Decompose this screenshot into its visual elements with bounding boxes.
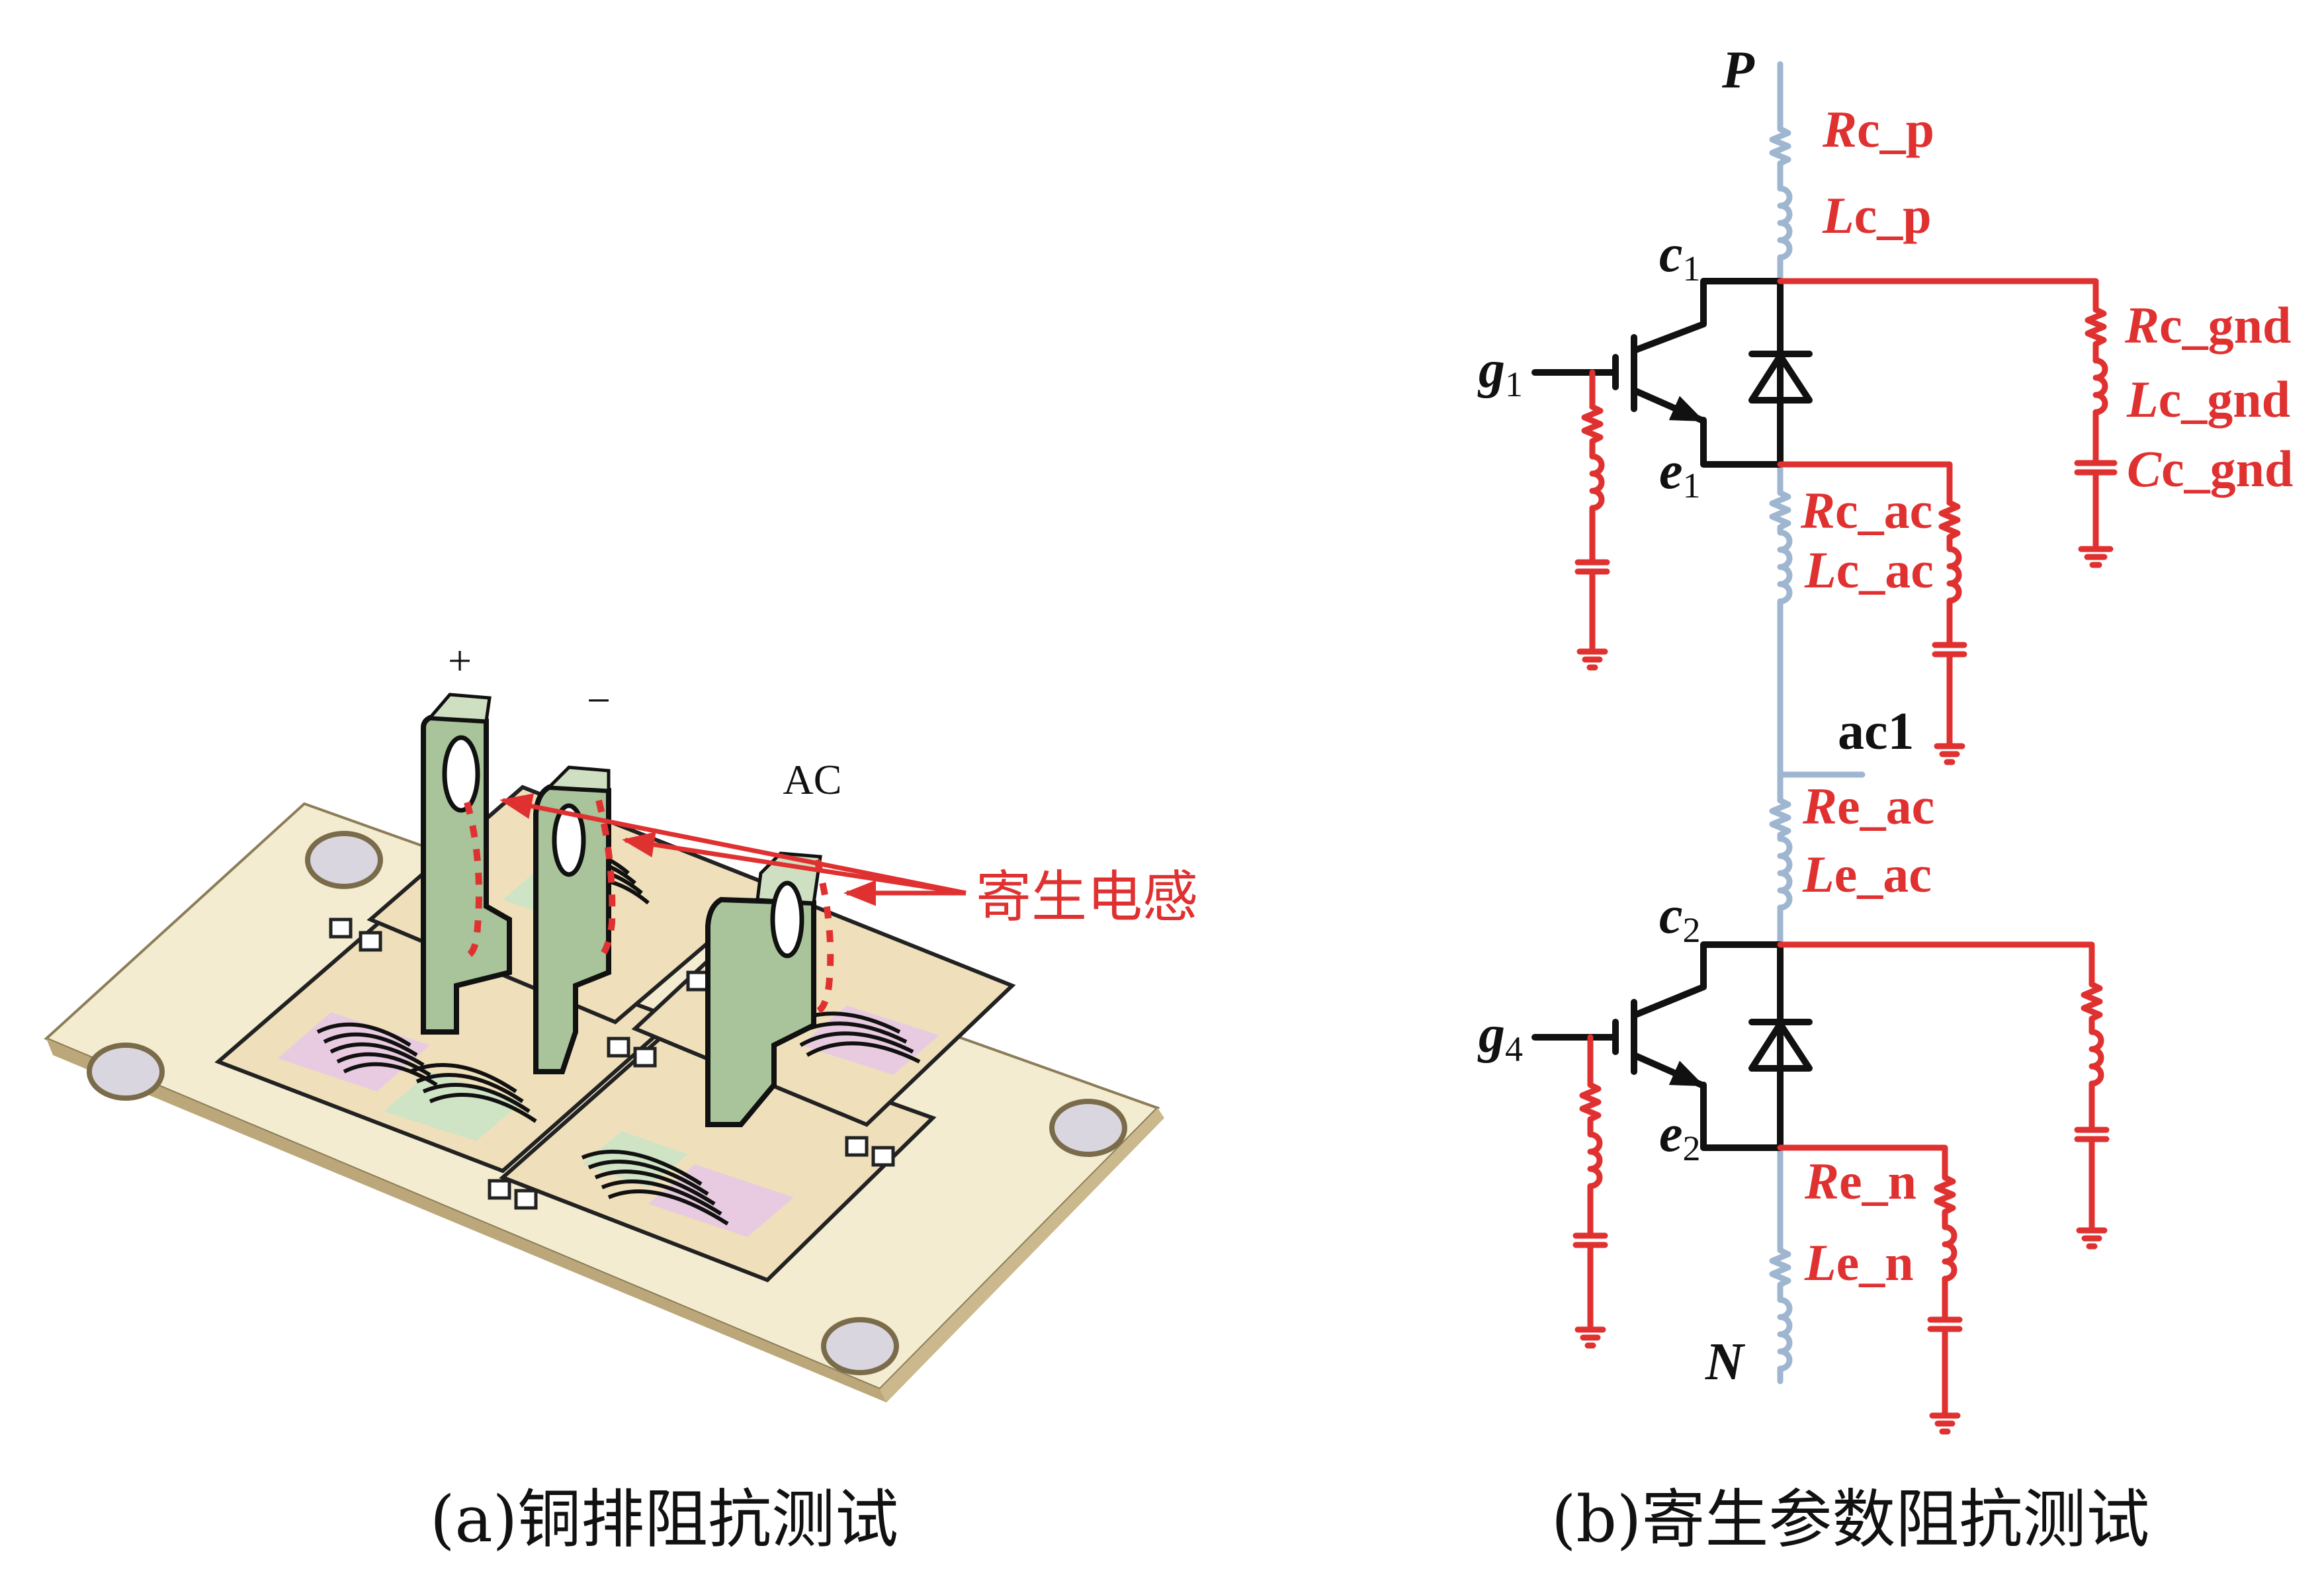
resistor-rc-p (1769, 126, 1791, 177)
label-re-ac: Re_ac (1802, 777, 1934, 835)
die (384, 1072, 523, 1141)
label-plus: + (448, 637, 472, 684)
node-label-c1: c1 (1659, 225, 1701, 288)
inductor-le-n (1777, 1297, 1793, 1372)
mounting-hole (821, 1317, 899, 1375)
diode-lower (1748, 1021, 1813, 1072)
node-label-g4: g4 (1477, 1005, 1523, 1069)
inductor-lc-ac (1777, 529, 1793, 605)
label-ac: AC (783, 756, 842, 803)
label-rc-gnd: Rc_gnd (2124, 296, 2291, 354)
label-re-n: Re_n (1804, 1152, 1916, 1210)
diode-upper (1748, 353, 1813, 404)
igbt-upper (1531, 278, 1813, 468)
mounting-hole (305, 831, 383, 889)
node-label-g1: g1 (1477, 341, 1523, 404)
label-lc-ac: Lc_ac (1804, 541, 1934, 599)
panel-b-circuit (1531, 61, 2118, 1435)
branch-c-gnd-lower (1777, 941, 2110, 1250)
label-lc-p: Lc_p (1822, 187, 1932, 244)
node-label-e2: e2 (1659, 1105, 1701, 1168)
node-labels: P N ac1 c1 e1 g1 c2 e2 g4 (1477, 41, 1915, 1391)
branch-c-gnd-upper (1777, 278, 2118, 568)
mounting-hole (87, 1043, 165, 1101)
terminal-plus (421, 693, 512, 1035)
main-busbar (1769, 61, 1866, 1385)
terminal-hole (770, 880, 804, 959)
inductor-le-ac (1777, 835, 1793, 911)
caption-b: (b)寄生参数阻抗测试 (1551, 1482, 2149, 1557)
panel-a-module-drawing: + − AC 寄生电感 (44, 637, 1198, 1402)
node-label-c2: c2 (1659, 886, 1701, 950)
annotation-arrows (499, 793, 967, 906)
arrow-to-minus (622, 832, 967, 896)
resistor-rc-ac (1769, 490, 1791, 536)
resistor-re-n (1769, 1247, 1791, 1292)
dashed-marker-minus (595, 799, 616, 962)
inductor-lc-p (1777, 185, 1793, 261)
node-label-p: P (1721, 41, 1755, 99)
dashed-marker-ac (814, 859, 834, 1015)
branch-g4 (1572, 1034, 1608, 1349)
label-le-ac: Le_ac (1802, 845, 1932, 903)
label-rc-p: Rc_p (1822, 101, 1934, 158)
die (278, 1012, 430, 1091)
label-lc-gnd: Lc_gnd (2126, 370, 2290, 428)
label-cc-gnd: Cc_gnd (2127, 440, 2293, 497)
branch-e2-gnd (1777, 1144, 1963, 1435)
terminal-ac (705, 851, 822, 1127)
terminal-minus (533, 765, 611, 1074)
branch-g1 (1574, 369, 1610, 671)
parasitic-inductance-markers (464, 799, 834, 1015)
resistor-re-ac (1769, 797, 1791, 842)
node-label-e1: e1 (1659, 442, 1701, 505)
node-label-ac1: ac1 (1838, 703, 1915, 761)
label-le-n: Le_n (1804, 1234, 1914, 1291)
caption-a: (a)铜排阻抗测试 (430, 1482, 898, 1557)
label-rc-ac: Rc_ac (1800, 482, 1932, 539)
branch-e1-gnd (1777, 461, 1967, 765)
igbt-lower (1531, 941, 1813, 1151)
parasitic-branches (1572, 278, 2118, 1435)
mounting-hole (1049, 1099, 1127, 1157)
arrow-to-plus (499, 793, 967, 896)
mounting-holes (87, 831, 1127, 1375)
annotation-parasitic-inductance: 寄生电感 (976, 865, 1198, 929)
parasitic-labels: Rc_p Lc_p Rc_gnd Lc_gnd Cc_gnd Rc_ac Lc_… (1800, 101, 2293, 1291)
label-minus: − (587, 677, 611, 724)
terminal-hole (442, 735, 480, 813)
terminal-hole (552, 803, 586, 877)
dashed-marker-plus (464, 801, 482, 959)
node-label-n: N (1705, 1333, 1746, 1391)
